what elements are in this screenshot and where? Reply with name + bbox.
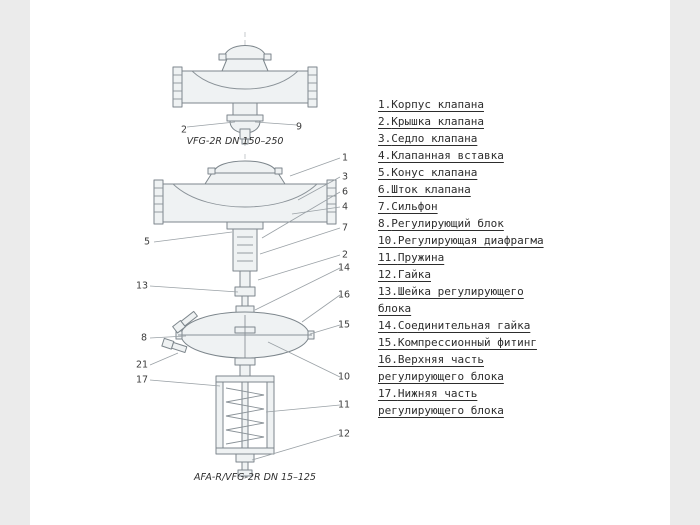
callout-number: 3 (341, 171, 349, 183)
callout-number: 21 (135, 359, 149, 371)
callout-number: 7 (341, 222, 349, 234)
left-margin (0, 0, 30, 525)
callout-number: 17 (135, 374, 149, 386)
callout-number: 6 (341, 186, 349, 198)
callout-number: 12 (337, 428, 351, 440)
legend-item: 1.Корпус клапана (378, 98, 484, 111)
legend-item: 2.Крышка клапана (378, 115, 484, 128)
spring-coils (225, 387, 265, 445)
drawing-caption-top: VFG-2R DN 150–250 (186, 136, 284, 147)
body-detail-lines (173, 70, 317, 100)
drawing-caption-bottom: AFA-R/VFG-2R DN 15–125 (194, 472, 316, 483)
legend-item: 17.Нижняя часть регулирующего блока (378, 387, 504, 417)
leader-lines (186, 121, 298, 128)
legend-item: 7.Сильфон (378, 200, 438, 213)
legend-item: 3.Седло клапана (378, 132, 478, 145)
bonnet-stem-column (226, 221, 264, 272)
callout-number: 9 (295, 121, 303, 133)
legend-item: 15.Компрессионный фитинг (378, 336, 537, 349)
callout-number: 15 (337, 319, 351, 331)
callout-number: 10 (337, 371, 351, 383)
leader-lines-left (149, 231, 239, 387)
valve-body-top (172, 45, 318, 145)
valve-top-drawing (172, 32, 318, 146)
callout-number: 4 (341, 201, 349, 213)
callout-number: 2 (341, 249, 349, 261)
valve-detail-lines (154, 183, 336, 213)
legend-item: 16.Верхняя часть регулирующего блока (378, 353, 504, 383)
legend-item: 5.Конус клапана (378, 166, 478, 179)
leader-lines-right (251, 157, 341, 461)
legend-item: 14.Соединительная гайка (378, 319, 531, 332)
compression-fitting-lower (161, 337, 188, 353)
callout-number: 2 (180, 124, 188, 136)
legend-item: 6.Шток клапана (378, 183, 471, 196)
diaphragm-lines (178, 315, 312, 358)
regulating-neck (234, 270, 256, 316)
compression-fitting-upper (172, 310, 198, 334)
bellows-lines (237, 236, 253, 262)
legend-item: 10.Регулирующая диафрагма (378, 234, 544, 247)
valve-assembly-drawing (149, 154, 341, 480)
valve-body (153, 160, 337, 225)
legend-item: 11.Пружина (378, 251, 445, 264)
callout-number: 14 (337, 262, 351, 274)
legend-item: 4.Клапанная вставка (378, 149, 504, 162)
callout-number: 13 (135, 280, 149, 292)
legend-item: 8.Регулирующий блок (378, 217, 504, 230)
callout-number: 16 (337, 289, 351, 301)
bottom-nut-stem (235, 453, 255, 477)
callout-number: 8 (140, 332, 148, 344)
callout-number: 11 (337, 399, 351, 411)
right-margin (670, 0, 700, 525)
legend-item: 13.Шейка регулирующего блока (378, 285, 524, 315)
legend-item: 12.Гайка (378, 268, 431, 281)
spring-housing (215, 357, 275, 455)
parts-legend: 1.Корпус клапана 2.Крышка клапана 3.Седл… (378, 96, 556, 419)
callout-number: 1 (341, 152, 349, 164)
callout-number: 5 (143, 236, 151, 248)
